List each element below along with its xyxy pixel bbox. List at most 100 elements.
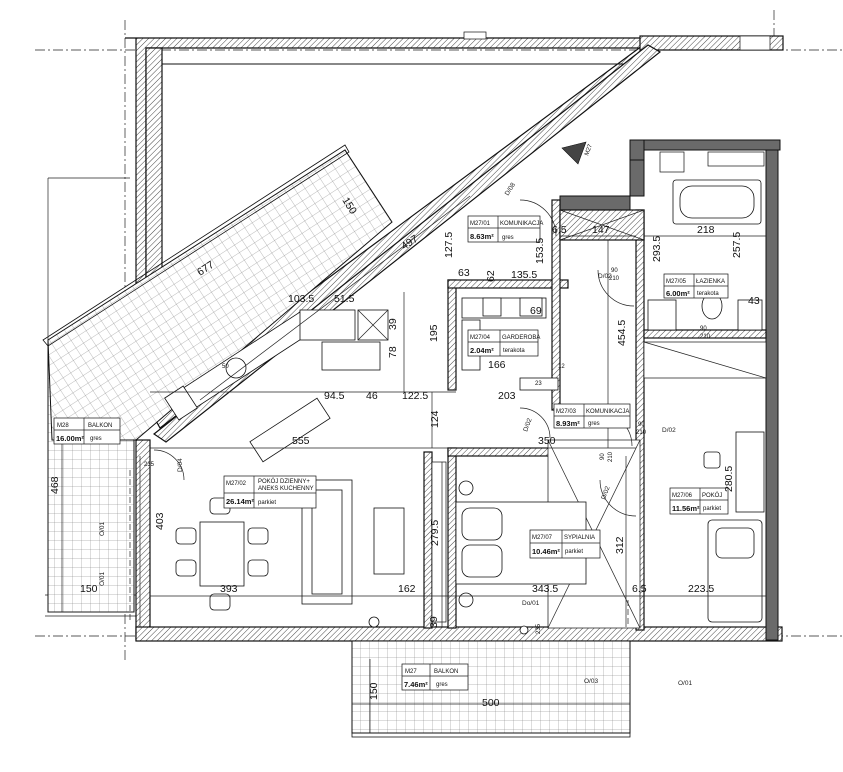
door-code: D/02 bbox=[662, 427, 676, 434]
dim-label: 43 bbox=[748, 295, 760, 307]
dim-label: 46 bbox=[366, 390, 378, 402]
room-area: 10.46m² bbox=[532, 547, 560, 556]
dim-label: 203 bbox=[498, 390, 516, 402]
dim-label: 223.5 bbox=[688, 583, 714, 595]
dim-label: 257.5 bbox=[731, 232, 743, 258]
dim-label: 78 bbox=[387, 346, 399, 358]
room-name: BALKON bbox=[434, 669, 458, 675]
room-area: 7.46m² bbox=[404, 680, 428, 689]
room-name: KOMUNIKACJA bbox=[500, 221, 543, 227]
dim-label: 90 bbox=[600, 453, 606, 460]
window-code: O/01 bbox=[678, 680, 692, 687]
dim-label: 135.5 bbox=[511, 269, 537, 281]
room-area: 16.00m² bbox=[56, 434, 84, 443]
room-name: SYPIALNIA bbox=[564, 535, 595, 541]
dim-label: 153.5 bbox=[534, 238, 546, 264]
dim-label: 127.5 bbox=[443, 232, 455, 258]
room-code: M27 bbox=[405, 669, 417, 675]
room-finish: terakota bbox=[503, 348, 525, 354]
room-m28: M28 BALKON 16.00m² gres bbox=[53, 417, 121, 445]
dim-label: 468 bbox=[49, 476, 61, 494]
room-area: 8.63m² bbox=[470, 232, 494, 241]
dim-label: 12 bbox=[558, 364, 565, 370]
room-code: M27/05 bbox=[666, 279, 687, 285]
dim-label: 103.5 bbox=[288, 293, 314, 305]
room-m2705: M27/05 ŁAZIENKA 6.00m² terakota bbox=[663, 273, 729, 299]
room-name: GARDEROBA bbox=[502, 335, 540, 341]
window-code: O/03 bbox=[584, 678, 598, 685]
furniture bbox=[164, 179, 765, 635]
room-m2704: M27/04 GARDEROBA 2.04m² terakota bbox=[467, 329, 540, 357]
room-area: 6.00m² bbox=[666, 289, 690, 298]
room-finish: parkiet bbox=[565, 549, 583, 555]
dim-label: 218 bbox=[697, 224, 715, 236]
dim-label: 350 bbox=[538, 435, 556, 447]
door-codes: D/08 D/02 D/02 D/02 D/02 D/04 Do/01 O/01… bbox=[99, 181, 692, 687]
room-finish: parkiet bbox=[258, 500, 276, 506]
room-name: KOMUNIKACJA bbox=[586, 409, 629, 415]
dim-label: 162 bbox=[398, 583, 416, 595]
door-code: Do/01 bbox=[522, 600, 540, 607]
dim-label: 293.5 bbox=[651, 236, 663, 262]
dim-label: 235 bbox=[144, 462, 155, 468]
room-area: 26.14m² bbox=[226, 497, 254, 506]
room-m2703: M27/03 KOMUNIKACJA 8.93m² gres bbox=[553, 403, 631, 429]
door-code: D/02 bbox=[522, 417, 533, 433]
dim-label: 210 bbox=[608, 451, 614, 462]
room-area: 2.04m² bbox=[470, 346, 494, 355]
dim-label: 6.5 bbox=[552, 224, 567, 236]
room-code: M27/04 bbox=[470, 335, 491, 341]
dim-label: 90 bbox=[700, 326, 707, 332]
dim-label: 90 bbox=[638, 422, 645, 428]
room-name: POKÓJ bbox=[702, 492, 722, 499]
window-code: O/01 bbox=[99, 522, 106, 536]
dimension-texts: 150 677 497 127.5 153.5 6.5 147 218 257.… bbox=[49, 195, 760, 709]
unit-marker: M27 bbox=[561, 141, 594, 165]
dim-label: 51.5 bbox=[334, 293, 355, 305]
dim-label: 63 bbox=[458, 267, 470, 279]
room-area: 11.56m² bbox=[672, 504, 700, 513]
dim-label: 62 bbox=[485, 270, 497, 282]
room-name: ŁAZIENKA bbox=[696, 279, 725, 285]
dim-label: 50 bbox=[222, 364, 229, 370]
room-m2707: M27/07 SYPIALNIA 10.46m² parkiet bbox=[529, 529, 601, 559]
dim-label: 150 bbox=[368, 682, 380, 700]
dim-label: 210 bbox=[609, 276, 620, 282]
dim-label: 166 bbox=[488, 359, 506, 371]
room-code: M27/01 bbox=[470, 221, 491, 227]
room-finish: parkiet bbox=[703, 506, 721, 512]
dim-label: 23 bbox=[535, 381, 542, 387]
room-finish: gres bbox=[90, 436, 102, 442]
dim-label: 6.5 bbox=[632, 583, 647, 595]
dim-label: 195 bbox=[428, 324, 440, 342]
dim-label: 393 bbox=[220, 583, 238, 595]
dim-label: 69 bbox=[530, 305, 542, 317]
dim-label: 403 bbox=[154, 512, 166, 530]
dim-label: 39 bbox=[387, 318, 399, 330]
room-m2701: M27/01 KOMUNIKACJA 8.63m² gres bbox=[467, 215, 543, 243]
room-code: M28 bbox=[57, 423, 69, 429]
room-code: M27/07 bbox=[532, 535, 553, 541]
window-code: O/01 bbox=[99, 572, 106, 586]
dim-label: 343.5 bbox=[532, 583, 558, 595]
room-finish: terakota bbox=[697, 291, 719, 297]
dim-label: 500 bbox=[482, 697, 500, 709]
dim-label: 555 bbox=[292, 435, 310, 447]
door-code: D/02 bbox=[598, 273, 612, 280]
dim-label: 312 bbox=[614, 536, 626, 554]
dim-label: 90 bbox=[611, 268, 618, 274]
dim-label: 124 bbox=[429, 410, 441, 428]
dim-label: 94.5 bbox=[324, 390, 345, 402]
unit-tag: M27 bbox=[584, 143, 594, 157]
dim-label: 280.5 bbox=[723, 466, 735, 492]
door-code: D/04 bbox=[177, 458, 184, 472]
dim-label: 147 bbox=[592, 224, 610, 236]
room-name: BALKON bbox=[88, 423, 112, 429]
dim-label: 39 bbox=[428, 616, 440, 628]
balcony-m27 bbox=[351, 640, 631, 738]
room-labels: M27/01 KOMUNIKACJA 8.63m² gres M27/05 ŁA… bbox=[53, 215, 729, 691]
balcony-m28 bbox=[42, 144, 393, 613]
dim-label: 279.5 bbox=[429, 520, 441, 546]
dim-label: 150 bbox=[80, 583, 98, 595]
